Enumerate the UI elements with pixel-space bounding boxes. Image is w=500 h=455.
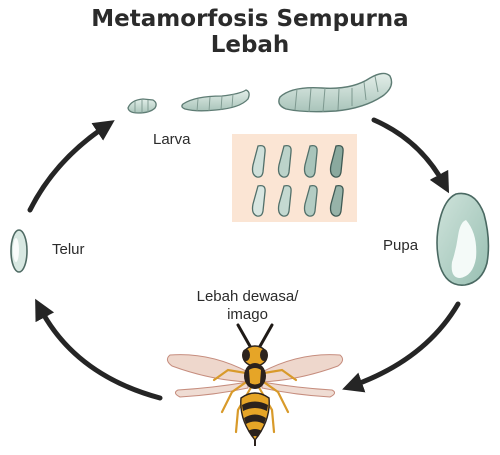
larva-panel <box>232 134 357 222</box>
stage-label-adult-line-1: Lebah dewasa/ <box>196 288 299 305</box>
stage-label-egg: Telur <box>52 241 85 258</box>
cycle-arrow-icon <box>371 117 450 194</box>
stage-label-pupa: Pupa <box>383 237 419 254</box>
stage-label-adult-line-2: imago <box>227 306 268 323</box>
stage-label-adult: Lebah dewasa/ imago <box>185 288 310 324</box>
egg-icon <box>10 229 28 273</box>
pupa-icon <box>436 192 490 286</box>
larva-icon <box>278 72 393 113</box>
larva-icon <box>181 89 250 112</box>
stage-label-larva: Larva <box>153 131 191 148</box>
bee-icon <box>166 323 344 446</box>
diagram-title-line-2: Lebah <box>210 32 290 58</box>
cycle-arrow-icon <box>342 301 461 393</box>
cycle-arrow-icon <box>35 298 163 401</box>
diagram-title-line-1: Metamorfosis Sempurna <box>91 6 409 32</box>
cycle-arrow-icon <box>27 120 115 213</box>
larva-icon <box>127 98 157 114</box>
